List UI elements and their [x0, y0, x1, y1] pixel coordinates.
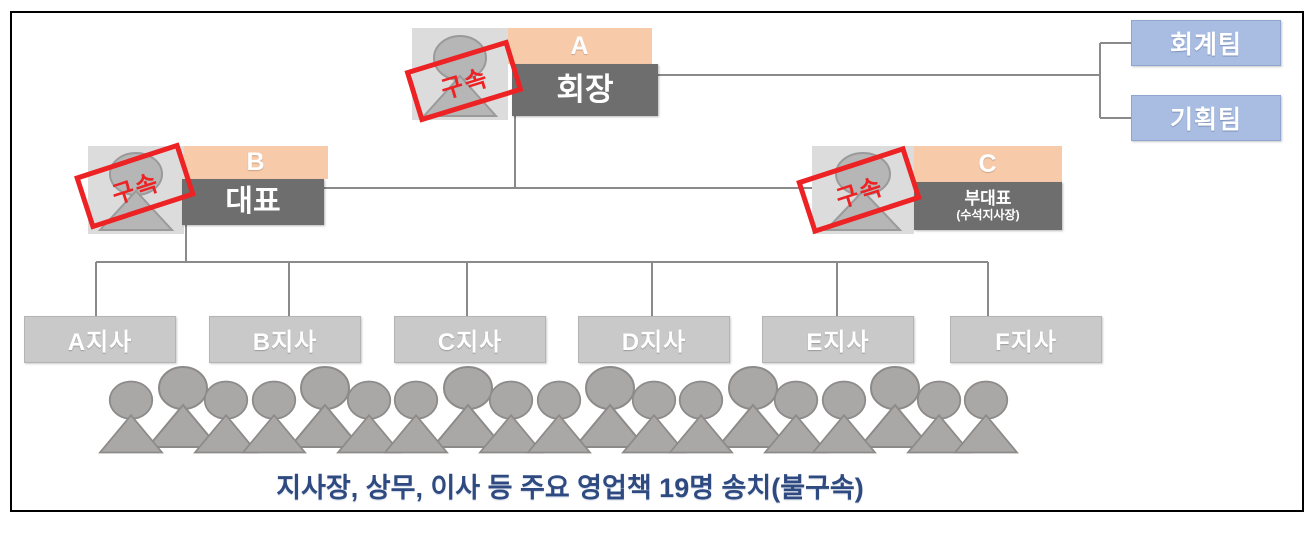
avatar-b — [88, 146, 184, 234]
exec-code-c: C — [914, 146, 1062, 182]
person-silhouette — [951, 378, 1021, 461]
person-silhouette — [904, 378, 974, 461]
exec-node-a[interactable]: A 회장 구속 — [404, 28, 658, 123]
exec-title-c: 부대표 (수석지사장) — [914, 182, 1062, 230]
avatar-c — [812, 146, 914, 234]
branch-box-e[interactable]: E지사 — [762, 316, 914, 363]
person-silhouette — [856, 363, 934, 456]
team-box-accounting-label: 회계팀 — [1169, 31, 1242, 59]
person-silhouette — [809, 378, 879, 461]
team-box-planning[interactable]: 기획팀 — [1131, 95, 1281, 141]
branch-box-c[interactable]: C지사 — [394, 316, 546, 363]
team-box-planning-label: 기획팀 — [1169, 106, 1242, 134]
person-silhouette — [286, 363, 364, 456]
person-silhouette — [239, 378, 309, 461]
person-silhouette — [476, 378, 546, 461]
people-crowd — [0, 360, 1315, 470]
exec-node-b[interactable]: B 대표 구속 — [74, 142, 328, 234]
person-silhouette — [619, 378, 689, 461]
branch-box-d[interactable]: D지사 — [578, 316, 730, 363]
exec-node-c[interactable]: C 부대표 (수석지사장) 구속 — [796, 145, 1062, 235]
branch-box-f-label: F지사 — [995, 329, 1057, 356]
exec-code-a: A — [508, 28, 652, 64]
person-silhouette — [191, 378, 261, 461]
person-silhouette — [144, 363, 222, 456]
person-silhouette — [96, 378, 166, 461]
branch-box-c-label: C지사 — [437, 329, 503, 356]
arrest-stamp-b-text: 구속 — [108, 168, 163, 210]
branch-box-a[interactable]: A지사 — [24, 316, 176, 363]
branch-box-b[interactable]: B지사 — [209, 316, 361, 363]
person-silhouette — [666, 378, 736, 461]
arrest-stamp-c-text: 구속 — [832, 172, 887, 214]
outer-frame — [10, 11, 1304, 512]
exec-subtitle-c: (수석지사장) — [956, 208, 1020, 223]
person-silhouette — [429, 363, 507, 456]
person-silhouette — [524, 378, 594, 461]
person-silhouette — [761, 378, 831, 461]
person-silhouette — [571, 363, 649, 456]
exec-code-b: B — [184, 146, 328, 179]
avatar-a — [412, 28, 508, 120]
person-silhouette — [714, 363, 792, 456]
exec-title-a: 회장 — [512, 64, 658, 116]
branch-box-f[interactable]: F지사 — [950, 316, 1102, 363]
person-silhouette — [334, 378, 404, 461]
caption-text: 지사장, 상무, 이사 등 주요 영업책 19명 송치(불구속) — [276, 473, 864, 503]
team-box-accounting[interactable]: 회계팀 — [1131, 20, 1281, 66]
branch-box-d-label: D지사 — [621, 329, 687, 356]
arrest-stamp-a-text: 구속 — [437, 63, 492, 104]
branch-box-a-label: A지사 — [67, 329, 133, 356]
exec-title-b-text: 대표 — [225, 185, 281, 219]
person-silhouette — [381, 378, 451, 461]
exec-title-c-text: 부대표 — [964, 189, 1012, 209]
exec-title-b: 대표 — [182, 179, 324, 225]
exec-title-a-text: 회장 — [556, 71, 614, 107]
branch-box-e-label: E지사 — [806, 329, 870, 356]
branch-box-b-label: B지사 — [252, 329, 318, 356]
